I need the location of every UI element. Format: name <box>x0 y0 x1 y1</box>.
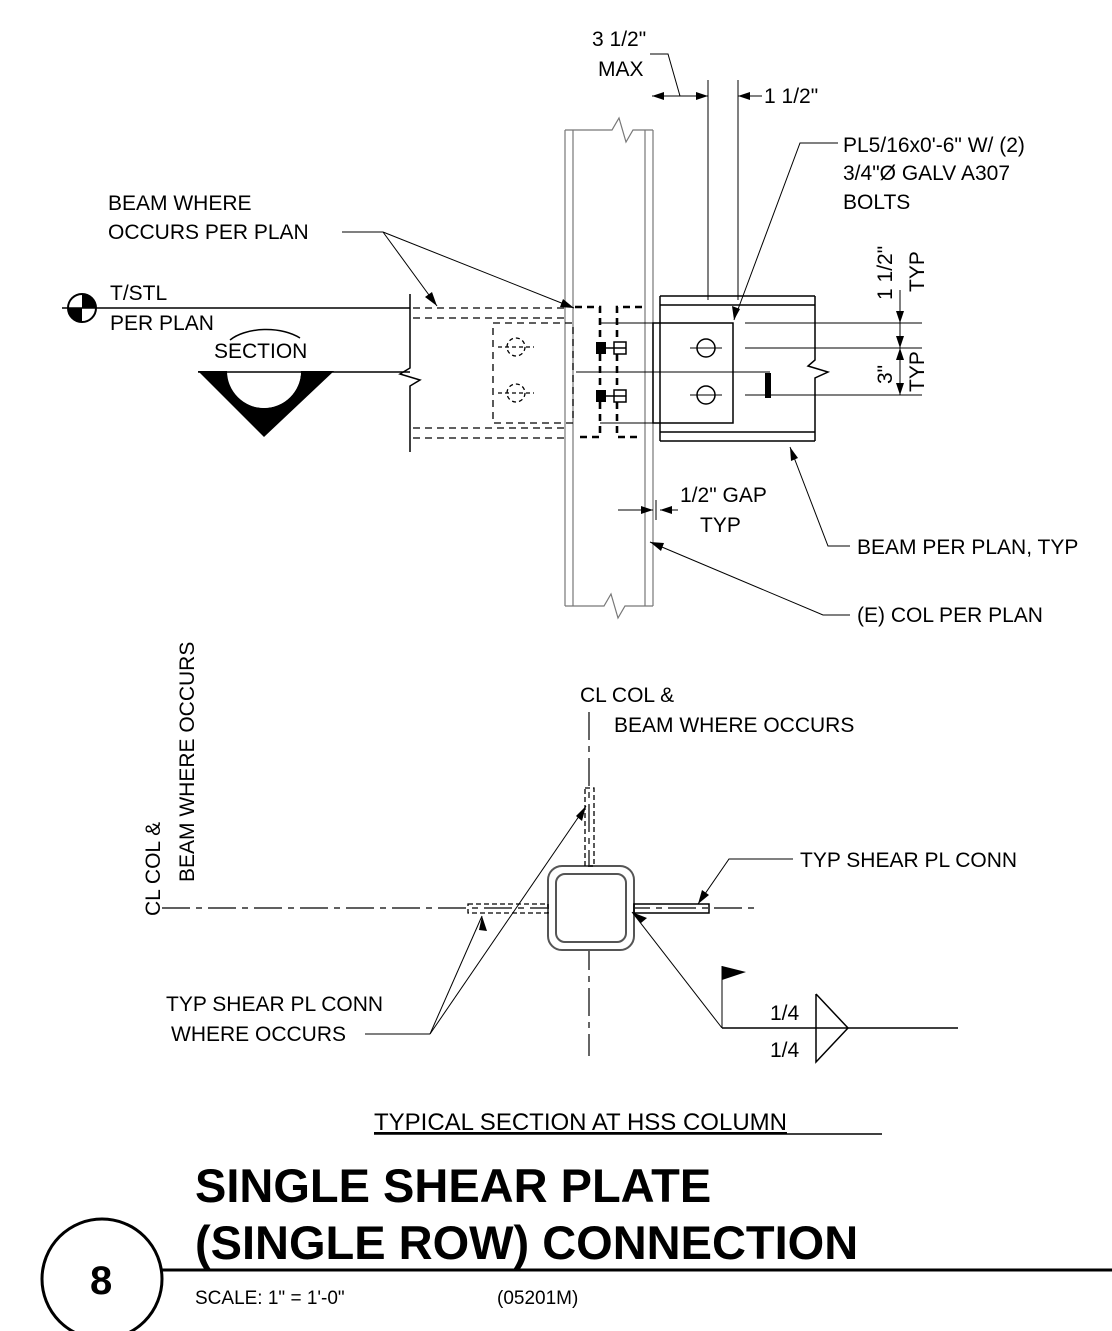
tstl-marker: T/STL PER PLAN <box>62 282 410 335</box>
shear-plate <box>576 322 771 424</box>
typ-shear-note: TYP SHEAR PL CONN <box>697 849 1017 905</box>
bolt-top <box>690 338 722 358</box>
cl-horizontal-line1: CL COL & <box>142 822 165 916</box>
tstl-per-plan: PER PLAN <box>110 312 214 335</box>
vertical-dimensions: 1 1/2" TYP 3" TYP <box>745 246 929 396</box>
beam-where-occurs-note: BEAM WHERE OCCURS PER PLAN <box>108 192 575 309</box>
gap-note-line2: TYP <box>700 514 741 537</box>
detail-number-bubble <box>40 1217 164 1331</box>
weld-size-bottom: 1/4 <box>770 1039 800 1062</box>
typ-shear-label: TYP SHEAR PL CONN <box>800 849 1017 872</box>
gap-note: 1/2" GAP TYP <box>618 484 767 537</box>
plate-note-line2: 3/4"Ø GALV A307 <box>843 162 1010 185</box>
plate-note: PL5/16x0'-6" W/ (2) 3/4"Ø GALV A307 BOLT… <box>732 134 1025 321</box>
bolt-bottom <box>690 385 722 405</box>
plan-view: CL COL & BEAM WHERE OCCURS CL COL & BEAM… <box>142 642 1017 1136</box>
typ-shear-where-line2: WHERE OCCURS <box>171 1023 346 1046</box>
cl-horizontal-line2: BEAM WHERE OCCURS <box>176 642 199 882</box>
scale-label: SCALE: 1" = 1'-0" <box>195 1288 345 1309</box>
typ-shear-where-line1: TYP SHEAR PL CONN <box>166 993 383 1016</box>
weld-symbol: 1/4 1/4 <box>631 911 958 1064</box>
plate-where-occurs-top <box>584 787 595 867</box>
spacing-dim-typ: TYP <box>906 351 929 392</box>
tstl-label: T/STL <box>110 282 167 305</box>
weld-size-top: 1/4 <box>770 1002 800 1025</box>
beam-per-plan-right <box>659 295 831 442</box>
detail-code: (05201M) <box>497 1288 578 1309</box>
detail-number: 8 <box>90 1259 112 1303</box>
dim-max-value: 3 1/2" <box>592 28 646 51</box>
gap-note-line1: 1/2" GAP <box>680 484 767 507</box>
section-label: SECTION <box>214 340 307 363</box>
beam-where-occurs-line2: OCCURS PER PLAN <box>108 221 309 244</box>
beam-where-occurs-left <box>398 294 574 452</box>
section-cut-symbol: SECTION <box>198 328 410 437</box>
elevation-view: 3 1/2" MAX 1 1/2" PL5/16x0'-6" W/ (2) 3/… <box>62 28 1078 627</box>
dim-max-word: MAX <box>598 58 644 81</box>
plate-note-line1: PL5/16x0'-6" W/ (2) <box>843 134 1025 157</box>
dimension-max: 3 1/2" MAX 1 1/2" <box>592 28 818 108</box>
spacing-dim-value: 3" <box>874 365 897 384</box>
title-block: 8 SINGLE SHEAR PLATE (SINGLE ROW) CONNEC… <box>40 1159 1112 1331</box>
typ-shear-where-note: TYP SHEAR PL CONN WHERE OCCURS <box>166 805 587 1046</box>
beam-per-plan-label: BEAM PER PLAN, TYP <box>857 536 1078 559</box>
cl-vertical-line1: CL COL & <box>580 684 674 707</box>
edge-dim-typ: TYP <box>906 251 929 292</box>
dim-1-5: 1 1/2" <box>764 85 818 108</box>
column-connection <box>575 305 642 439</box>
cl-vertical-line2: BEAM WHERE OCCURS <box>614 714 854 737</box>
column-per-plan-label: (E) COL PER PLAN <box>857 604 1043 627</box>
column-per-plan-note: (E) COL PER PLAN <box>649 541 1043 627</box>
plan-section-title: TYPICAL SECTION AT HSS COLUMN <box>374 1109 787 1136</box>
title-line2: (SINGLE ROW) CONNECTION <box>195 1216 858 1269</box>
beam-where-occurs-line1: BEAM WHERE <box>108 192 252 215</box>
hss-column <box>564 116 654 620</box>
beam-per-plan-note: BEAM PER PLAN, TYP <box>789 446 1078 559</box>
shear-plate-plan <box>633 903 710 914</box>
title-line1: SINGLE SHEAR PLATE <box>195 1159 711 1212</box>
edge-dim-value: 1 1/2" <box>874 246 897 300</box>
plate-note-line3: BOLTS <box>843 191 910 214</box>
hss-section <box>547 865 635 951</box>
plate-where-occurs-left <box>467 903 549 914</box>
